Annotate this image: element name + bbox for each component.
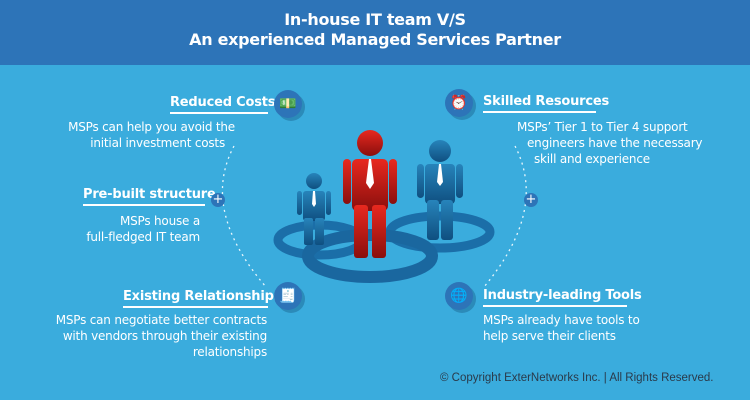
industry-leading-tools-description: MSPs already have tools to help serve th… [483, 312, 640, 344]
industry-leading-tools-heading: Industry-leading Tools [483, 288, 642, 307]
desc-line: help serve their clients [483, 329, 616, 343]
desc-line: engineers have the necessary [527, 136, 703, 150]
person-center-red-figure [343, 130, 397, 258]
title-line-1: In-house IT team V/S [284, 10, 466, 29]
platform-rings [273, 211, 495, 283]
money-icon: 💵 [274, 90, 302, 118]
desc-line: MSPs can help you avoid the [68, 120, 235, 134]
header-banner: In-house IT team V/S An experienced Mana… [0, 0, 750, 65]
existing-relationships-description: MSPs can negotiate better contracts with… [55, 312, 268, 360]
desc-line: skill and experience [534, 152, 650, 166]
desc-line: relationships [192, 345, 267, 359]
pre-built-structure-description: MSPs house a full-fledged IT team [86, 213, 200, 245]
copyright-text: © Copyright ExterNetworks Inc. | All Rig… [440, 372, 714, 384]
globe-icon: 🌐 [445, 282, 473, 310]
reduced-costs-heading: Reduced Costs [170, 95, 276, 114]
desc-line: MSPs can negotiate better contracts [55, 313, 268, 327]
plus-icon: + [211, 192, 225, 207]
desc-line: initial investment costs [90, 136, 225, 150]
alarm-clock-icon: ⏰ [445, 89, 473, 117]
existing-relationships-heading: Existing Relationships [123, 289, 281, 308]
person-right-figure [417, 140, 463, 240]
reduced-costs-description: MSPs can help you avoid the initial inve… [68, 119, 235, 151]
dotted-arc-left [221, 145, 267, 288]
title-line-2: An experienced Managed Services Partner [189, 30, 561, 49]
certificate-icon: 🧾 [274, 282, 302, 310]
person-left-figure [297, 173, 331, 245]
skilled-resources-heading: Skilled Resources [483, 94, 609, 113]
desc-line: with vendors through their existing [62, 329, 267, 343]
skilled-resources-description: MSPs’ Tier 1 to Tier 4 support engineers… [517, 119, 703, 167]
desc-line: MSPs house a [119, 214, 200, 228]
dotted-arc-right [483, 145, 527, 288]
pre-built-structure-heading: Pre-built structure [83, 187, 216, 206]
desc-line: MSPs already have tools to [483, 313, 640, 327]
desc-line: full-fledged IT team [86, 230, 200, 244]
desc-line: MSPs’ Tier 1 to Tier 4 support [517, 120, 688, 134]
plus-icon: + [524, 192, 538, 207]
